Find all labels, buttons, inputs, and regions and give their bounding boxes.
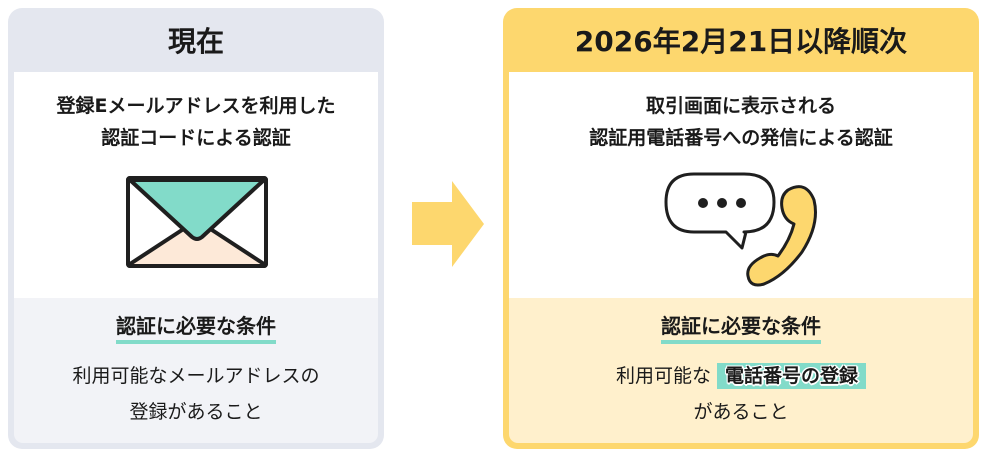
future-condition: 認証に必要な条件 利用可能な 電話番号の登録 があること <box>509 298 973 443</box>
phone-registration-highlight: 電話番号の登録 <box>717 363 867 389</box>
future-title: 2026年2月21日以降順次 <box>574 25 908 58</box>
current-title: 現在 <box>167 25 224 58</box>
future-method: 取引画面に表示される 認証用電話番号への発信による認証 <box>509 72 973 298</box>
future-method-line1: 取引画面に表示される <box>645 95 836 117</box>
current-method: 登録Eメールアドレスを利用した 認証コードによる認証 <box>14 72 378 298</box>
current-card: 現在 登録Eメールアドレスを利用した 認証コードによる認証 認証に必要な条件 利… <box>8 8 384 449</box>
phone-call-icon <box>664 172 817 287</box>
current-condition-line2: 登録があること <box>129 401 263 423</box>
future-condition-line2: があること <box>693 401 789 423</box>
current-condition-line1: 利用可能なメールアドレスの <box>72 365 320 387</box>
current-condition: 認証に必要な条件 利用可能なメールアドレスの 登録があること <box>14 298 378 443</box>
future-card: 2026年2月21日以降順次 取引画面に表示される 認証用電話番号への発信による… <box>503 8 979 449</box>
future-condition-title: 認証に必要な条件 <box>661 312 821 344</box>
current-method-line2: 認証コードによる認証 <box>101 127 291 149</box>
future-method-line2: 認証用電話番号への発信による認証 <box>589 127 893 149</box>
arrow-right-icon <box>412 181 484 267</box>
current-method-line1: 登録Eメールアドレスを利用した <box>56 95 336 117</box>
envelope-icon <box>126 176 268 268</box>
current-condition-title: 認証に必要な条件 <box>116 312 276 344</box>
future-condition-prefix: 利用可能な <box>615 365 711 387</box>
